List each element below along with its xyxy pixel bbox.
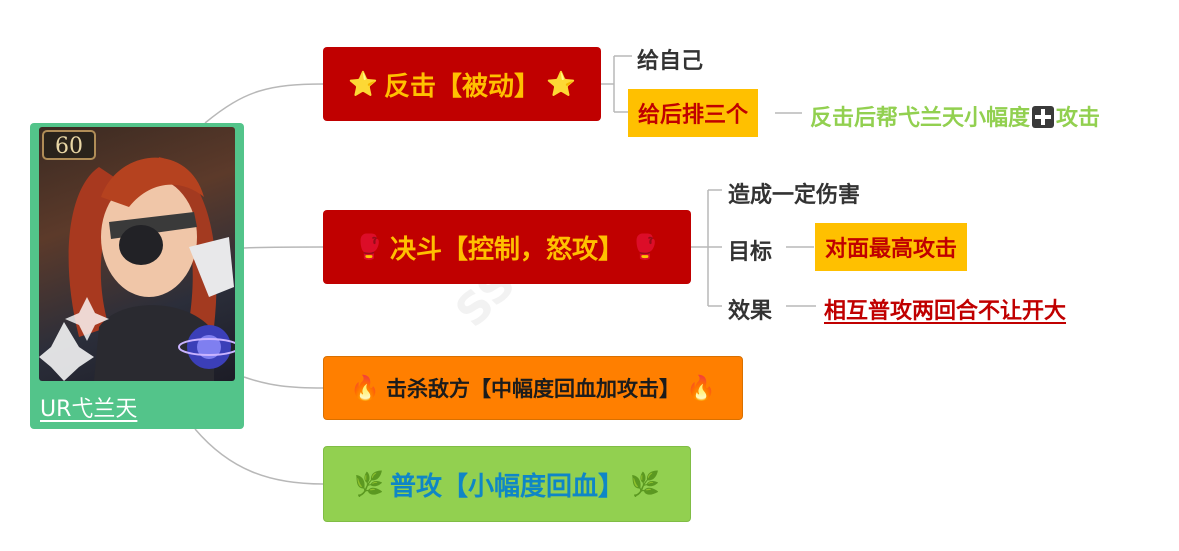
herb-icon: 🌿 xyxy=(354,470,384,498)
branch-duel-label: 决斗【控制，怒攻】 xyxy=(389,234,624,265)
level-badge: 60 xyxy=(55,134,83,159)
branch-duel[interactable]: 🥊 决斗【控制，怒攻】 🥊 xyxy=(323,210,691,284)
leaf-back-row[interactable]: 给后排三个 xyxy=(628,89,759,137)
star-icon: ⭐ xyxy=(546,70,576,98)
boxing-glove-icon: 🥊 xyxy=(354,233,384,261)
fire-icon: 🔥 xyxy=(350,374,380,402)
branch-kill-enemy-label: 击杀敌方【中幅度回血加攻击】 xyxy=(386,377,680,401)
branch-normal-attack[interactable]: 🌿 普攻【小幅度回血】 🌿 xyxy=(323,446,691,522)
branch-kill-enemy[interactable]: 🔥 击杀敌方【中幅度回血加攻击】 🔥 xyxy=(323,356,743,420)
branch-counter-passive-label: 反击【被动】 xyxy=(383,71,540,102)
branch-normal-attack-label: 普攻【小幅度回血】 xyxy=(389,471,624,502)
branch-counter-passive[interactable]: ⭐ 反击【被动】 ⭐ xyxy=(323,47,601,121)
star-icon: ⭐ xyxy=(348,70,378,98)
herb-icon: 🌿 xyxy=(630,470,660,498)
leaf-effect-value[interactable]: 相互普攻两回合不让开大 xyxy=(824,299,1067,324)
leaf-back-row-detail[interactable]: 反击后帮弋兰天小幅度攻击 xyxy=(810,100,1100,132)
character-art: 60 xyxy=(39,130,235,381)
character-portrait: 60 xyxy=(39,127,235,381)
root-label[interactable]: UR弋兰天 xyxy=(40,397,138,422)
plus-icon xyxy=(1032,106,1055,128)
detail-text-before: 反击后帮弋兰天小幅度 xyxy=(810,106,1031,131)
leaf-damage[interactable]: 造成一定伤害 xyxy=(728,183,861,208)
leaf-target[interactable]: 目标 xyxy=(728,240,773,265)
leaf-self[interactable]: 给自己 xyxy=(637,49,704,74)
boxing-glove-icon: 🥊 xyxy=(630,233,660,261)
detail-text-after: 攻击 xyxy=(1056,106,1101,131)
root-node[interactable]: 60 UR弋兰天 xyxy=(30,123,244,429)
leaf-effect[interactable]: 效果 xyxy=(728,299,773,324)
leaf-target-value[interactable]: 对面最高攻击 xyxy=(815,223,968,271)
fire-icon: 🔥 xyxy=(686,374,716,402)
